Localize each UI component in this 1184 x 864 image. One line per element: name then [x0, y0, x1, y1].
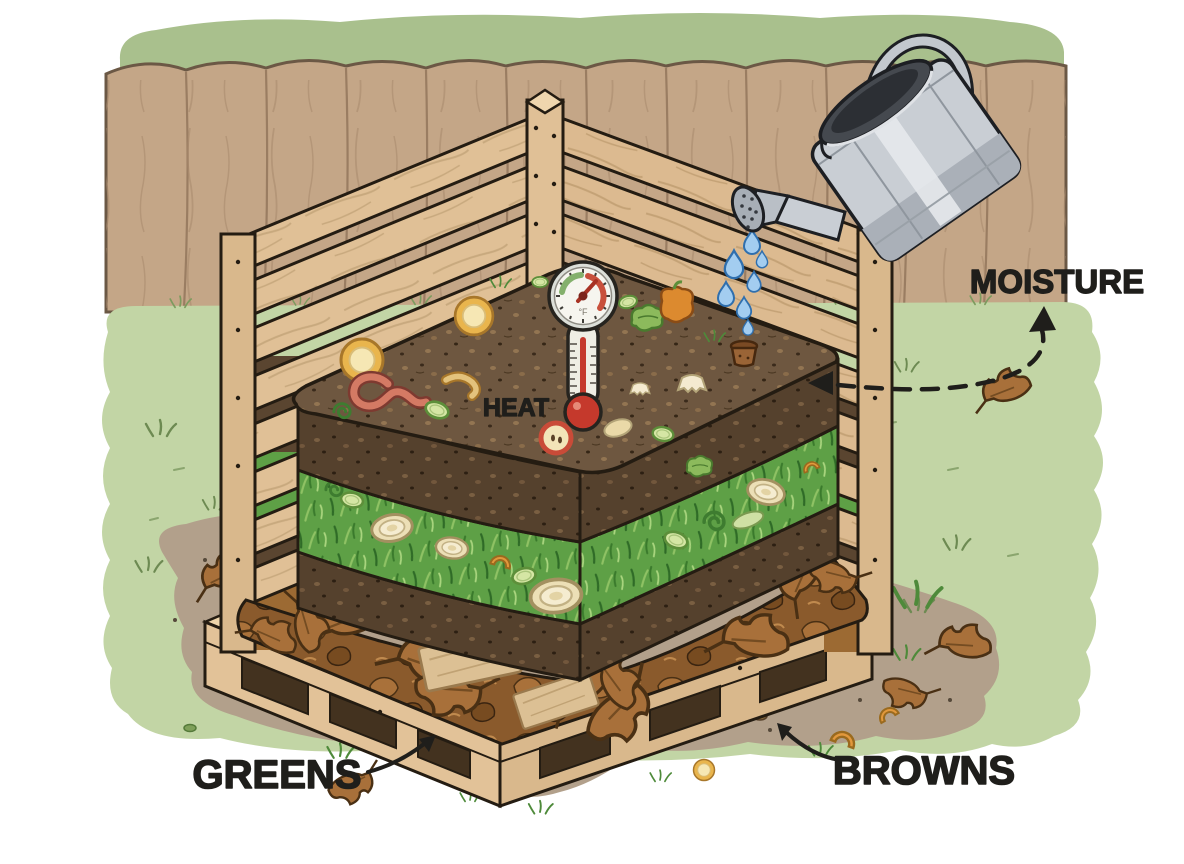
moisture-arrow: [808, 306, 1056, 395]
greens-label: GREENS: [193, 753, 362, 797]
compost-pile: [235, 265, 872, 756]
food-scraps: [332, 275, 759, 478]
browns-label: BROWNS: [833, 749, 1015, 793]
moisture-label: MOISTURE: [970, 263, 1144, 300]
layer-browns: [235, 534, 872, 756]
greens-arrow: [366, 735, 436, 774]
heat-label: HEAT: [483, 394, 549, 422]
watering-can-rose: [730, 185, 766, 233]
browns-arrow: [777, 723, 842, 762]
bin-corner-cap: [524, 88, 566, 115]
thermometer-icon: °F: [547, 260, 619, 432]
watering-can-icon: [730, 33, 1022, 262]
thermometer-unit: °F: [578, 307, 588, 317]
bin-left-post: [219, 232, 257, 654]
greens-scraps: [324, 458, 821, 617]
bin-right-post: [856, 228, 894, 656]
